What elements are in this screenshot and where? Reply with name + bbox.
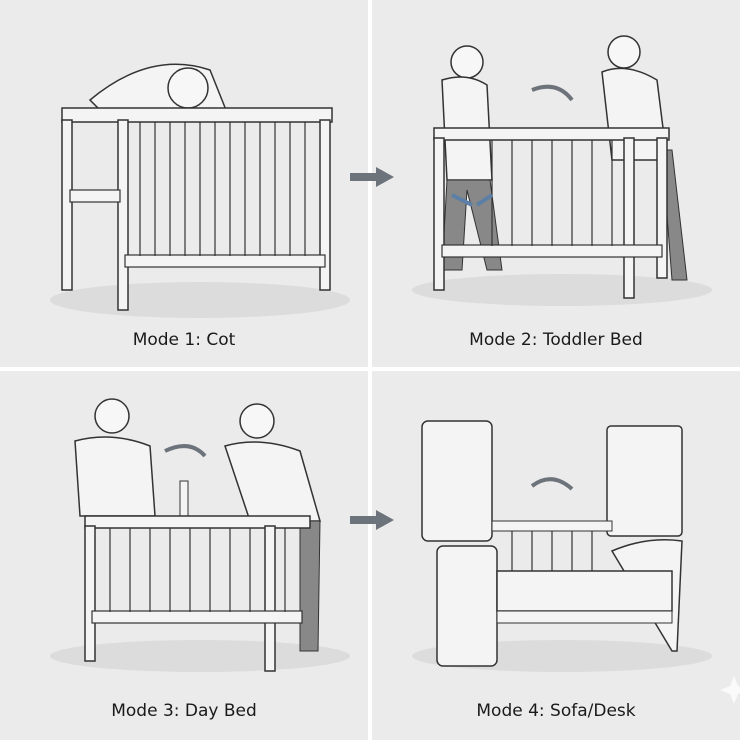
- panel-mode-1: Mode 1: Cot: [0, 0, 368, 367]
- caption-mode-2: Mode 2: Toddler Bed: [469, 330, 643, 350]
- panel-mode-3: Mode 3: Day Bed: [0, 371, 368, 740]
- panel-mode-4: Mode 4: Sofa/Desk: [372, 371, 740, 740]
- caption-mode-1: Mode 1: Cot: [132, 330, 236, 350]
- arrow-right-icon: [350, 510, 394, 530]
- panel-mode-2: Mode 2: Toddler Bed: [372, 0, 740, 367]
- caption-mode-4: Mode 4: Sofa/Desk: [476, 701, 636, 721]
- sofa-desk-illustration: [412, 420, 740, 704]
- cot-illustration: [50, 63, 350, 318]
- day-bed-illustration: [50, 398, 350, 672]
- caption-mode-3: Mode 3: Day Bed: [111, 701, 257, 721]
- toddler-bed-illustration: [412, 35, 712, 306]
- arrow-right-icon: [350, 167, 394, 187]
